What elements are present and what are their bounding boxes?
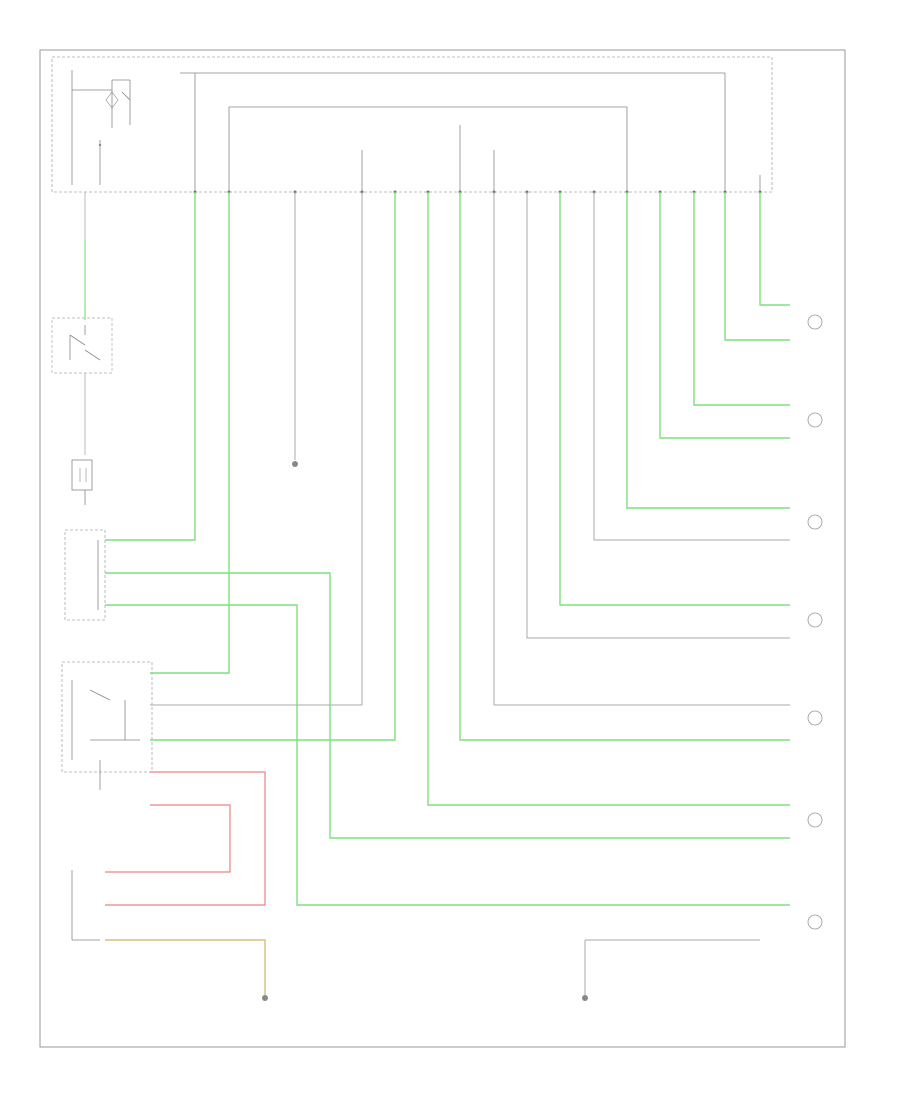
fuse-box-verticals — [194, 73, 761, 192]
yellow-wire — [105, 939, 266, 995]
ground-dot-center — [292, 461, 298, 467]
green-wires — [105, 192, 790, 906]
left-chain — [51, 192, 113, 505]
light-control-switch — [51, 317, 113, 374]
red-wires — [105, 771, 266, 906]
right-lamps — [807, 314, 823, 930]
ground-dot-left — [262, 995, 268, 1001]
diagram-border — [39, 49, 846, 1048]
fuse-box — [51, 56, 773, 193]
joint-connector — [71, 459, 93, 491]
ground-dot-right — [582, 995, 588, 1001]
combination-meter-block — [64, 529, 106, 621]
gray-wires — [150, 192, 790, 970]
relay-symbol — [71, 70, 131, 185]
integration-relay — [61, 661, 153, 773]
